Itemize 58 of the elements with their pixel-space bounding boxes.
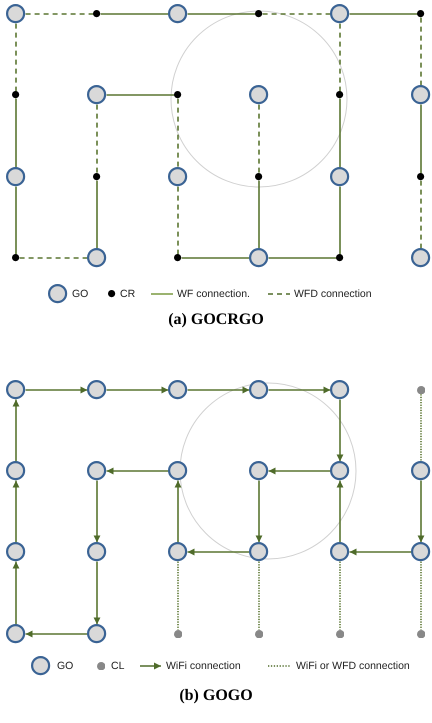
connection-line bbox=[258, 180, 260, 248]
connection-line bbox=[177, 562, 179, 630]
arrow bbox=[350, 548, 412, 556]
arrow bbox=[94, 480, 100, 542]
connection-line bbox=[182, 257, 250, 259]
connection-line bbox=[339, 186, 341, 254]
connection-line bbox=[177, 98, 179, 168]
connection-line bbox=[258, 562, 260, 630]
arrow bbox=[336, 400, 344, 462]
connection-line bbox=[262, 13, 330, 15]
arrow bbox=[174, 480, 182, 542]
arrow bbox=[188, 386, 250, 394]
connection-line bbox=[268, 257, 336, 259]
arrow bbox=[94, 562, 100, 624]
connection-line bbox=[20, 257, 88, 259]
connection-line bbox=[420, 18, 422, 86]
connection-line bbox=[96, 180, 98, 248]
legend-text: WF connection. bbox=[177, 288, 250, 300]
legend-text: WiFi or WFD connection bbox=[296, 660, 410, 672]
legend-text: WFD connection bbox=[294, 288, 372, 300]
connection-line bbox=[15, 98, 17, 168]
arrow bbox=[336, 480, 344, 542]
arrow bbox=[268, 386, 330, 394]
connection-line bbox=[15, 186, 17, 254]
connection-line bbox=[420, 104, 422, 174]
connection-line bbox=[26, 13, 94, 15]
arrow bbox=[12, 400, 20, 462]
connection-line bbox=[339, 562, 341, 630]
figure-caption: (a) GOCRGO bbox=[167, 311, 265, 329]
arrow bbox=[188, 548, 250, 556]
connection-line bbox=[177, 186, 179, 254]
arrow bbox=[12, 562, 20, 624]
legend-text: GO bbox=[72, 288, 88, 300]
arrow bbox=[268, 468, 330, 474]
connection-line bbox=[106, 94, 174, 96]
arrow bbox=[12, 480, 20, 542]
connection-line bbox=[339, 24, 341, 92]
connection-line bbox=[420, 562, 422, 630]
connection-line bbox=[258, 104, 260, 174]
legend-text: GO bbox=[57, 660, 74, 672]
connection-line bbox=[15, 24, 17, 92]
connection-line bbox=[96, 104, 98, 174]
legend-text: CR bbox=[120, 288, 136, 300]
arrow bbox=[106, 468, 168, 474]
figure-caption: (b) GOGO bbox=[178, 687, 254, 705]
connection-line bbox=[420, 180, 422, 248]
connection-line bbox=[350, 13, 418, 15]
arrow bbox=[256, 480, 262, 542]
legend-text: CL bbox=[111, 660, 124, 672]
arrow bbox=[106, 386, 168, 394]
connection-line bbox=[339, 98, 341, 168]
arrow bbox=[26, 630, 88, 638]
connection-line bbox=[188, 13, 256, 15]
connection-line bbox=[100, 13, 168, 15]
connection-line bbox=[420, 394, 422, 462]
arrow bbox=[418, 480, 424, 542]
arrow bbox=[26, 386, 88, 394]
legend-text: WiFi connection bbox=[166, 660, 241, 672]
